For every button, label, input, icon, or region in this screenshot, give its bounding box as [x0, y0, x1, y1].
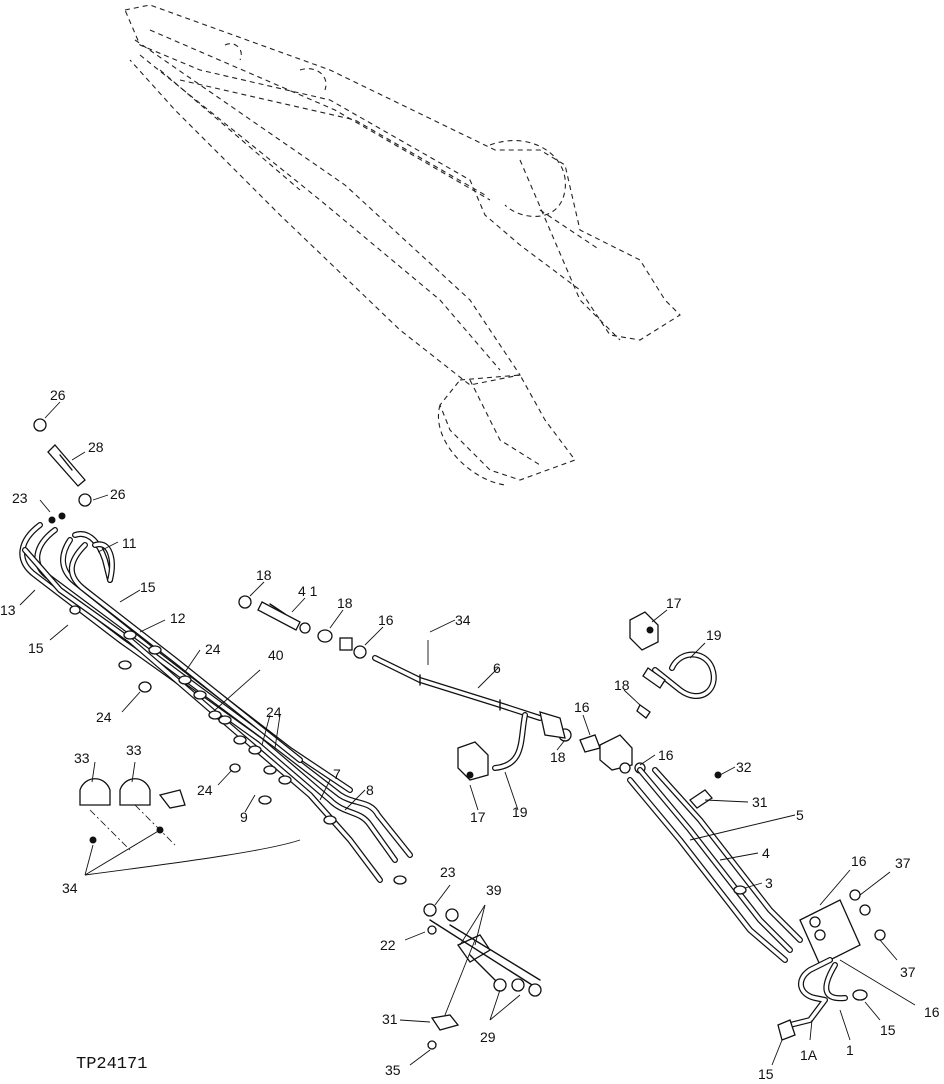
callout-7: 7 [333, 766, 341, 782]
callout-31-lower: 31 [382, 1011, 398, 1027]
callout-33-right: 33 [126, 742, 142, 758]
callout-39: 39 [486, 882, 502, 898]
callout-40: 40 [268, 647, 284, 663]
callout-17-right: 17 [666, 595, 682, 611]
callout-26-lower: 26 [110, 486, 126, 502]
callout-4: 4 [762, 845, 770, 861]
figure-id: TP24171 [76, 1055, 147, 1074]
callout-19-right: 19 [706, 627, 722, 643]
boom-pipe-assembly [579, 611, 886, 1041]
callout-28: 28 [88, 439, 104, 455]
callout-13: 13 [0, 602, 16, 618]
callout-19-center: 19 [512, 804, 528, 820]
arm-pipe-bundle [19, 522, 413, 883]
callout-24-right: 24 [266, 704, 282, 720]
pipe-brackets [79, 778, 186, 851]
callout-15-upper: 15 [140, 579, 156, 595]
callout-6: 6 [493, 660, 501, 676]
callout-23-top: 23 [12, 490, 28, 506]
right-leaders [582, 609, 916, 1066]
callout-18-mid: 18 [337, 595, 353, 611]
center-leaders [249, 581, 566, 811]
callout-16-far-right: 16 [851, 853, 867, 869]
callout-1: 1 [846, 1042, 854, 1058]
boom-arm-bucket-ghost [124, 4, 681, 486]
callout-24-upper: 24 [205, 641, 221, 657]
lower-clamp-assembly [423, 903, 542, 1050]
callout-18-right: 18 [614, 677, 630, 693]
callout-3: 3 [765, 875, 773, 891]
callout-41: 4 1 [298, 583, 318, 599]
callout-24-lower: 24 [197, 782, 213, 798]
callout-34-left: 34 [62, 880, 78, 896]
callout-16-bottom: 16 [924, 1004, 940, 1020]
callout-26: 26 [50, 387, 66, 403]
left-leaders [19, 401, 366, 876]
callout-16-center: 16 [574, 699, 590, 715]
callout-15-left: 15 [28, 640, 44, 656]
center-hose-assembly [238, 595, 572, 781]
callout-16-right: 16 [658, 747, 674, 763]
callout-18-center: 18 [550, 749, 566, 765]
callout-37-lower: 37 [900, 964, 916, 980]
callout-18-left: 18 [256, 567, 272, 583]
callout-1a: 1A [800, 1047, 818, 1063]
callout-11: 11 [122, 535, 137, 551]
callout-8: 8 [366, 782, 374, 798]
callout-17-center: 17 [470, 809, 486, 825]
callout-15-bottom: 15 [758, 1066, 774, 1079]
lower-leaders [399, 884, 521, 1066]
callout-9: 9 [240, 809, 248, 825]
callout-31-right: 31 [752, 794, 768, 810]
callout-37-upper: 37 [895, 855, 911, 871]
callout-34-center: 34 [455, 612, 471, 628]
callout-24-left: 24 [96, 709, 112, 725]
arm-clamps [69, 605, 407, 885]
callout-33-left: 33 [74, 750, 90, 766]
callout-32: 32 [736, 759, 752, 775]
callout-22: 22 [380, 937, 396, 953]
callout-35: 35 [385, 1062, 401, 1078]
swivel-fittings-top [33, 418, 92, 524]
callout-12: 12 [170, 610, 186, 626]
callout-5: 5 [796, 807, 804, 823]
callout-23-lower: 23 [440, 864, 456, 880]
callout-29: 29 [480, 1029, 496, 1045]
callout-labels: 26 28 26 23 11 13 15 15 12 24 40 24 24 2… [0, 387, 940, 1082]
callout-16-mid: 16 [378, 612, 394, 628]
callout-15-right: 15 [880, 1022, 896, 1038]
